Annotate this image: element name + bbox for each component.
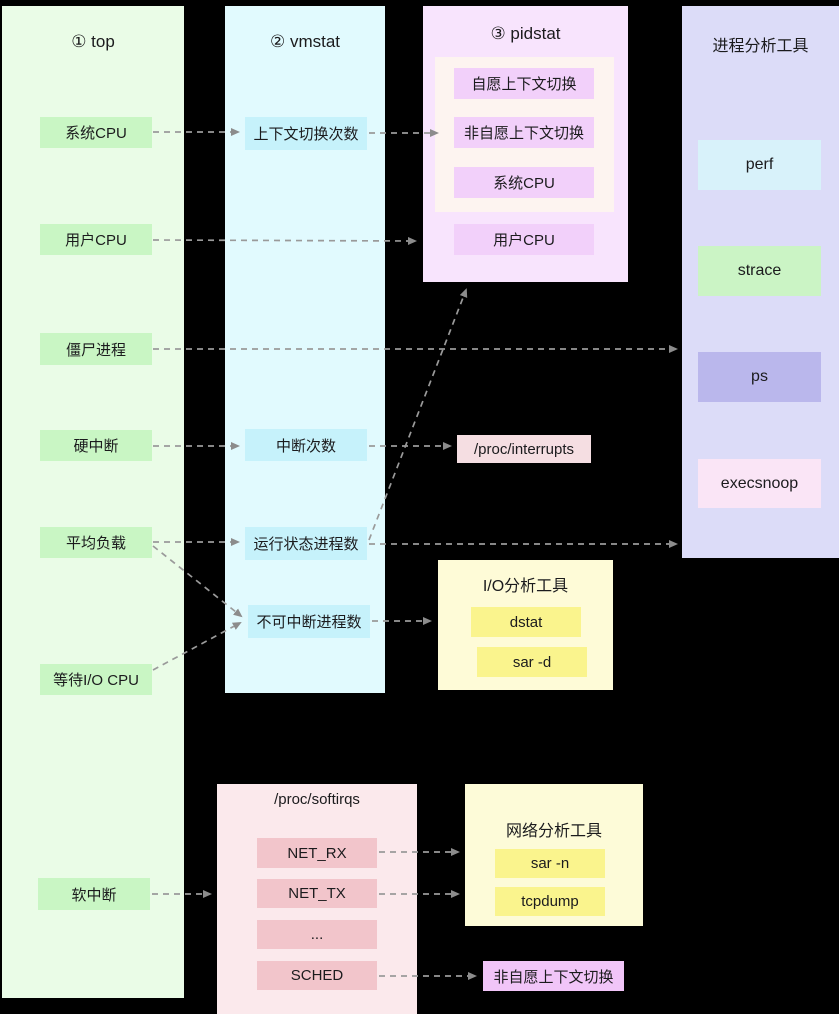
softirq-item-net-rx: NET_RX (257, 838, 377, 868)
top-item-system-cpu: 系统CPU (40, 117, 152, 148)
pidstat-box-title: ③ pidstat (490, 24, 561, 43)
pidstat-item-user-cpu: 用户CPU (454, 224, 594, 255)
top-item-zombie-process: 僵尸进程 (40, 333, 152, 365)
pidstat-item-involuntary-ctx-switch: 非自愿上下文切换 (454, 117, 594, 148)
top-item-soft-irq: 软中断 (38, 878, 150, 910)
net-tool-item-tcpdump: tcpdump (495, 887, 605, 916)
proc-interrupts-box: /proc/interrupts (457, 435, 591, 463)
proc-softirqs-title: /proc/softirqs (274, 791, 360, 808)
softirq-item-net-tx: NET_TX (257, 879, 377, 908)
softirq-item-ellipsis: ... (257, 920, 377, 949)
vmstat-item-running-processes: 运行状态进程数 (245, 527, 367, 560)
softirq-item-sched: SCHED (257, 961, 377, 990)
involuntary-ctx-switch-box: 非自愿上下文切换 (483, 961, 624, 991)
top-item-user-cpu: 用户CPU (40, 224, 152, 255)
vmstat-item-context-switches: 上下文切换次数 (245, 117, 367, 150)
tool-item-execsnoop: execsnoop (698, 459, 821, 508)
pidstat-item-system-cpu: 系统CPU (454, 167, 594, 198)
net-tool-item-sar-n: sar -n (495, 849, 605, 878)
process-tools-title: 进程分析工具 (712, 38, 809, 55)
top-column: ① top (2, 6, 184, 998)
io-tool-item-sar-d: sar -d (477, 647, 587, 677)
top-column-title: ① top (71, 32, 115, 51)
vmstat-item-interrupt-count: 中断次数 (245, 429, 367, 461)
io-tools-title: I/O分析工具 (482, 578, 569, 595)
io-tool-item-dstat: dstat (471, 607, 581, 637)
net-tools-title: 网络分析工具 (505, 823, 602, 840)
vmstat-item-uninterruptible-processes: 不可中断进程数 (248, 605, 370, 638)
vmstat-column: ② vmstat (225, 6, 385, 693)
top-item-load-average: 平均负载 (40, 527, 152, 558)
tool-item-strace: strace (698, 246, 821, 296)
top-item-hard-irq: 硬中断 (40, 430, 152, 461)
tool-item-perf: perf (698, 140, 821, 190)
pidstat-item-voluntary-ctx-switch: 自愿上下文切换 (454, 68, 594, 99)
vmstat-column-title: ② vmstat (269, 32, 341, 51)
tool-item-ps: ps (698, 352, 821, 402)
top-item-iowait-cpu: 等待I/O CPU (40, 664, 152, 695)
